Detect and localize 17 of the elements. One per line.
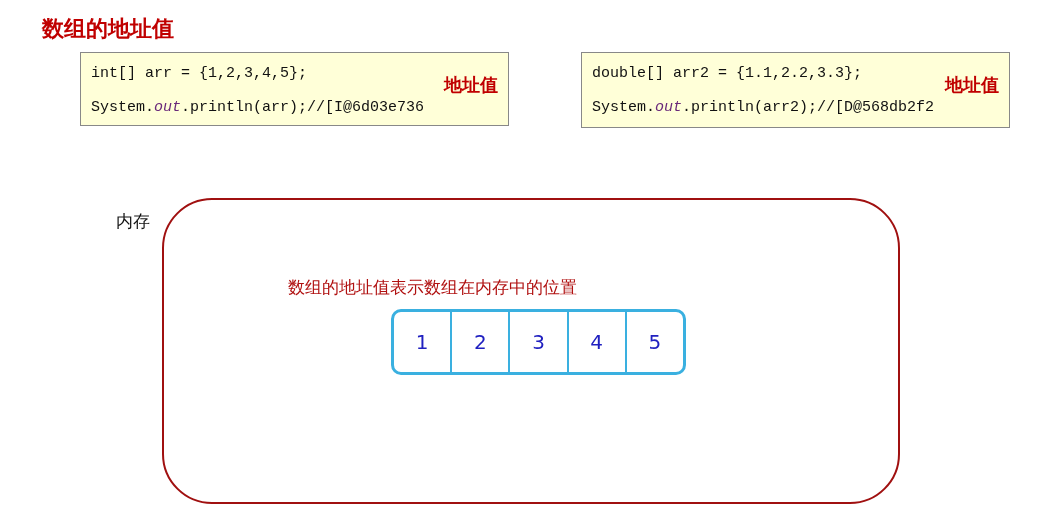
array-cell: 5 [626,312,683,372]
annotation: 地址值 [945,73,999,97]
region-label: 内存 [116,210,150,233]
code-box [80,52,509,126]
array-cell: 3 [510,312,569,372]
code-line: int[] arr = {1,2,3,4,5}; [91,65,308,82]
annotation: 地址值 [444,73,498,97]
title: 数组的地址值 [42,15,174,43]
note: 数组的地址值表示数组在内存中的位置 [288,276,577,299]
array-cell: 4 [568,312,627,372]
code-line: double[] arr2 = {1.1,2.2,3.3}; [592,65,863,82]
code-line: System.out.println(arr);//[I@6d03e736 [91,99,425,116]
code-line: System.out.println(arr2);//[D@568db2f2 [592,99,935,116]
array-cell: 2 [452,312,511,372]
array-cell: 1 [394,312,453,372]
code-box [581,52,1010,128]
array-box [391,309,686,375]
